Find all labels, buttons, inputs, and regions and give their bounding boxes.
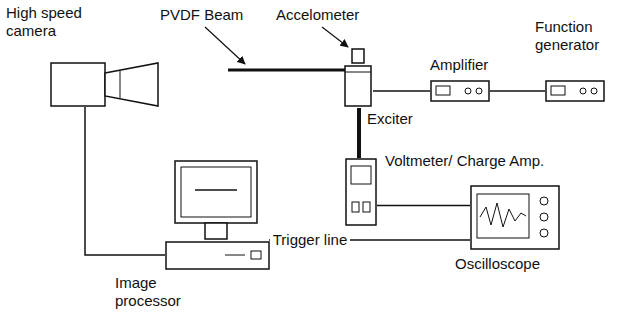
pvdf-beam (228, 69, 362, 72)
amplifier-node: Amplifier (430, 80, 490, 102)
oscilloscope-node: Oscilloscope (470, 185, 560, 250)
cable-line (85, 107, 165, 255)
voltmeter-node: Voltmeter/ Charge Amp. (345, 158, 377, 226)
exciter-symbol (343, 48, 373, 108)
part-label: Accelometer (276, 6, 359, 24)
amplifier-symbol (430, 80, 490, 102)
image-processor-symbol (165, 160, 270, 270)
device-label: Amplifier (430, 56, 488, 74)
device-label: Image processor (115, 274, 225, 310)
camera-node: High speed camera (50, 62, 160, 107)
cable-line (357, 108, 361, 158)
oscilloscope-symbol (470, 185, 560, 250)
camera-symbol (50, 62, 160, 107)
cable-line (490, 90, 545, 92)
cable-line (373, 90, 430, 92)
device-label: High speed camera (6, 4, 98, 40)
line-label: Trigger line (270, 231, 350, 249)
device-label: Exciter (367, 110, 413, 128)
leader-line (322, 27, 348, 47)
voltmeter-symbol (345, 158, 377, 226)
cable-line (377, 205, 470, 207)
device-label: Oscilloscope (455, 255, 540, 273)
part-label: PVDF Beam (160, 6, 243, 24)
function-generator-symbol (545, 80, 607, 102)
device-label: Function generator (535, 18, 615, 54)
device-label: Voltmeter/ Charge Amp. (385, 152, 544, 170)
leader-line (205, 27, 245, 64)
image-processor-node: Image processor (165, 160, 270, 270)
function-generator-node: Function generator (545, 80, 607, 102)
exciter-node: Exciter (343, 48, 373, 108)
